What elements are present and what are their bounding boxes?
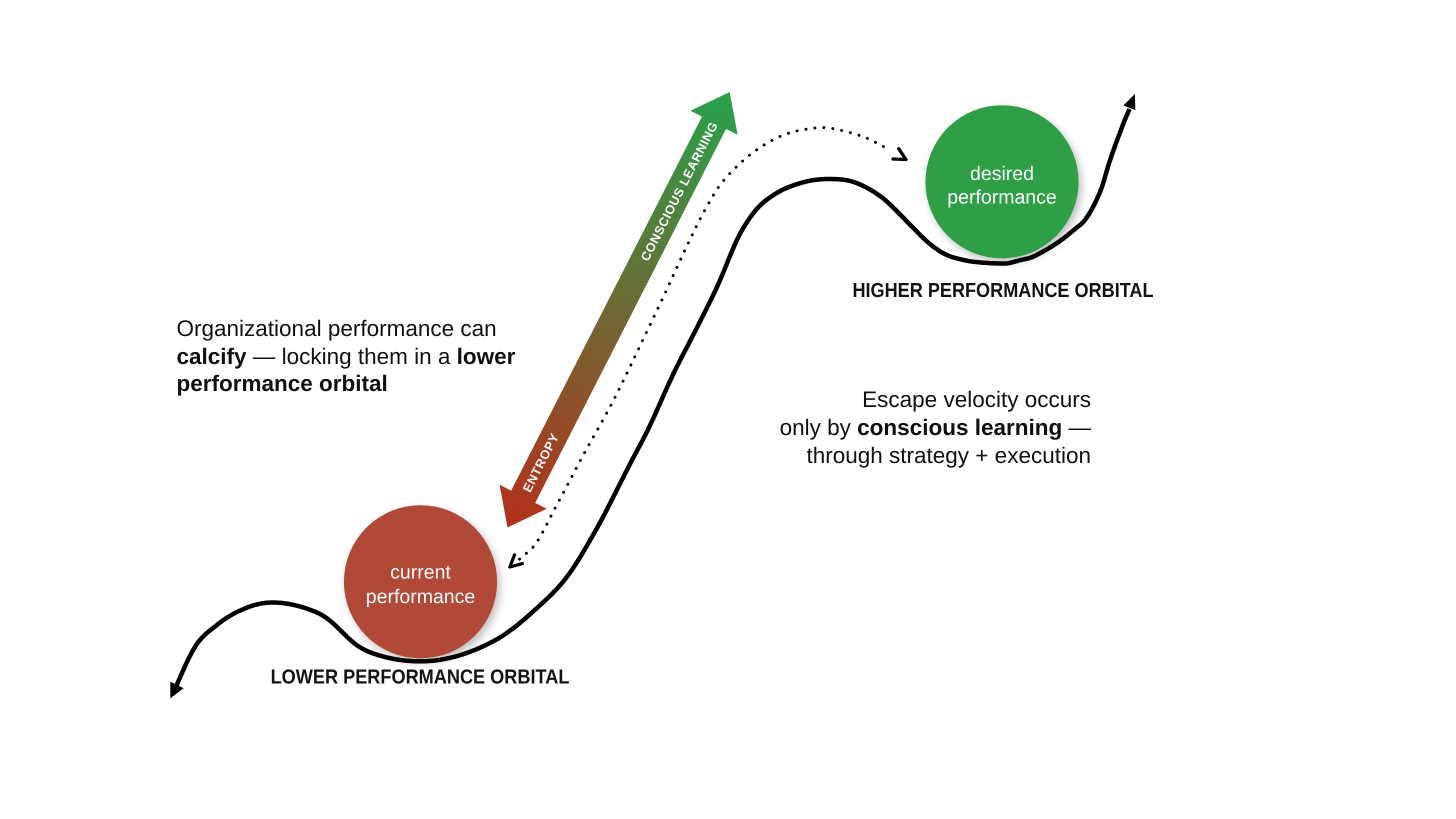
svg-text:desired: desired bbox=[970, 163, 1034, 185]
svg-text:current: current bbox=[390, 562, 451, 584]
svg-text:LOWER PERFORMANCE ORBITAL: LOWER PERFORMANCE ORBITAL bbox=[271, 667, 570, 689]
svg-text:CONSCIOUS LEARNING: CONSCIOUS LEARNING bbox=[638, 119, 721, 263]
svg-text:performance: performance bbox=[366, 586, 475, 608]
svg-text:performance: performance bbox=[947, 187, 1056, 209]
svg-text:HIGHER PERFORMANCE ORBITAL: HIGHER PERFORMANCE ORBITAL bbox=[852, 280, 1153, 302]
